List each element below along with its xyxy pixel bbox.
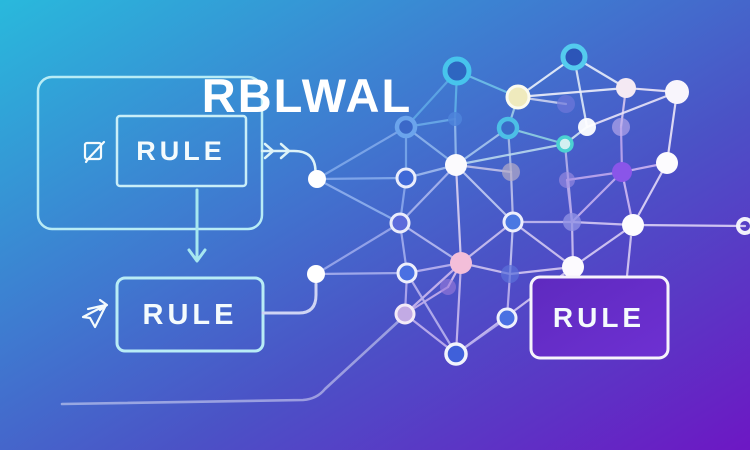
graph-edge [315, 176, 408, 181]
graph-edge [631, 161, 669, 227]
arrow-right-connector [260, 142, 317, 173]
graph-node [394, 115, 418, 139]
graph-edge [405, 271, 458, 356]
graph-node [557, 95, 575, 113]
workflow-diagram [36, 75, 318, 353]
graph-edge [459, 220, 515, 265]
rule-label-1: RULE [136, 136, 226, 166]
graph-node [394, 303, 416, 325]
rule-box-3-group: RULE [529, 275, 670, 360]
rule2-network-connector [261, 282, 318, 315]
node-to-rule3-line [625, 235, 633, 277]
graph-edge [314, 221, 402, 276]
graph-node [622, 214, 644, 236]
graph-edge [315, 177, 402, 225]
graph-node [440, 279, 456, 295]
graph-node [612, 118, 630, 136]
graph-edge [571, 223, 635, 269]
graph-edge [398, 163, 458, 225]
page-title: RBLWAL [202, 69, 412, 122]
graph-node [562, 256, 584, 278]
graph-node [505, 84, 531, 110]
graph-node [496, 307, 518, 329]
graph-node [444, 342, 468, 366]
graph-edge [511, 220, 575, 269]
graph-node [563, 213, 581, 231]
graph-node [450, 252, 472, 274]
graph-node [501, 265, 519, 283]
graph-edge [454, 163, 463, 265]
edit-compose-icon [83, 140, 106, 164]
graph-edge [454, 163, 515, 224]
rule-box-1 [115, 114, 248, 188]
graph-node [389, 212, 411, 234]
workflow-outer-box [36, 75, 264, 231]
rule-label-3: RULE [553, 302, 645, 333]
network-nodes [307, 43, 750, 366]
rule-label-2: RULE [143, 299, 238, 331]
graph-node [308, 170, 326, 188]
graph-edge [314, 271, 409, 276]
rule-box-3 [529, 275, 670, 360]
graph-node [502, 163, 520, 181]
graph-edge [454, 261, 463, 356]
arrow-down-connector [187, 188, 207, 263]
send-paper-plane-icon [81, 298, 109, 329]
graph-edge [570, 170, 624, 224]
graph-edge [516, 86, 628, 99]
graph-node [612, 162, 632, 182]
graph-edge [631, 223, 747, 228]
graph-edge [585, 90, 679, 129]
bottom-flow-line [60, 317, 403, 406]
graph-node [736, 217, 750, 235]
graph-node [656, 152, 678, 174]
graph-edge [454, 142, 567, 167]
graph-node [445, 154, 467, 176]
graph-node [396, 262, 418, 284]
graph-node [502, 211, 524, 233]
graph-edge [403, 261, 463, 316]
graph-node [665, 80, 689, 104]
graph-node [616, 78, 636, 98]
graph-node [448, 112, 462, 126]
graph-node [395, 167, 417, 189]
graph-edge [398, 221, 463, 265]
graph-node [307, 265, 325, 283]
graph-node [578, 118, 596, 136]
graph-node [556, 135, 574, 153]
graph-edge [315, 125, 408, 181]
graph-node [442, 56, 472, 86]
graph-node [496, 116, 520, 140]
graph-node [559, 172, 575, 188]
graph-node [560, 43, 588, 71]
